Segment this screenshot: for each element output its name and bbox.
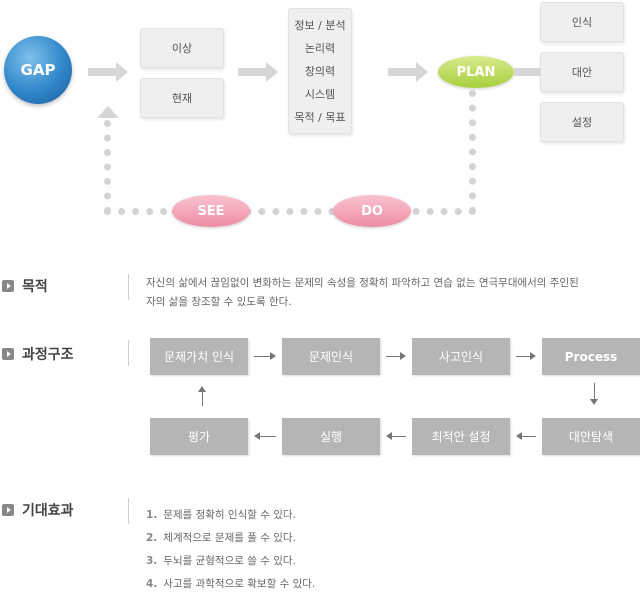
arrow-head-right — [530, 352, 536, 360]
step-evaluation: 평가 — [150, 418, 248, 455]
step-process: Process — [542, 338, 640, 375]
loop-line-left — [104, 120, 111, 214]
arrow-head-down — [590, 399, 598, 405]
effect-text: 두뇌를 균형적으로 쓸 수 있다. — [163, 555, 296, 567]
flow-arrow-2-stem — [238, 68, 266, 76]
flow-arrow-2-head — [266, 62, 278, 82]
step-alternative-search: 대안탐색 — [542, 418, 640, 455]
step-execution: 실행 — [282, 418, 380, 455]
step-problem-recognition: 문제인식 — [282, 338, 380, 375]
arrow-line — [516, 356, 530, 357]
analysis-line-1: 정보 / 분석 — [294, 18, 346, 32]
step-label: 대안탐색 — [568, 430, 614, 444]
arrow-head-up — [198, 386, 206, 392]
plan-item-recognition: 인식 — [540, 2, 624, 42]
arrow-head-left — [254, 432, 260, 440]
divider — [128, 498, 129, 524]
effect-text: 사고를 과학적으로 확보할 수 있다. — [163, 578, 316, 590]
divider — [128, 274, 129, 300]
step-label: 최적안 설정 — [431, 430, 491, 444]
effect-item: 4. 사고를 과학적으로 확보할 수 있다. — [146, 572, 626, 595]
effect-text: 문제를 정확히 인식할 수 있다. — [163, 509, 296, 521]
arrow-line — [202, 392, 203, 406]
step-label: Process — [564, 349, 618, 364]
plan-item-label: 대안 — [571, 66, 593, 79]
plan-node: PLAN — [438, 56, 514, 88]
effect-number: 3. — [146, 554, 158, 567]
arrow-head-left — [516, 432, 522, 440]
plan-item-label: 설정 — [571, 116, 593, 129]
loop-line-right — [469, 90, 476, 214]
plan-item-setting: 설정 — [540, 102, 624, 142]
arrow-line — [260, 436, 276, 437]
effect-item: 3. 두뇌를 균형적으로 쓸 수 있다. — [146, 549, 626, 572]
plan-item-label: 인식 — [571, 16, 593, 29]
plan-item-alternative: 대안 — [540, 52, 624, 92]
loop-arrow-up — [97, 106, 119, 118]
process-title: 과정구조 — [22, 347, 74, 363]
see-node: SEE — [172, 195, 250, 227]
analysis-line-2: 논리력 — [304, 41, 336, 55]
current-box: 현재 — [140, 78, 224, 118]
step-label: 문제인식 — [308, 350, 354, 364]
ideal-box: 이상 — [140, 28, 224, 68]
flow-arrow-3-stem — [388, 68, 416, 76]
divider — [128, 340, 129, 366]
bullet-icon — [2, 348, 14, 360]
arrow-head-right — [270, 352, 276, 360]
arrow-head-right — [400, 352, 406, 360]
effects-list: 1. 문제를 정확히 인식할 수 있다. 2. 체계적으로 문제를 풀 수 있다… — [146, 503, 626, 595]
step-optimal-setting: 최적안 설정 — [412, 418, 510, 455]
purpose-text-line-2: 자의 삶을 창조할 수 있도록 한다. — [146, 296, 292, 308]
effect-text: 체계적으로 문제를 풀 수 있다. — [163, 532, 296, 544]
loop-line-bottom — [104, 208, 476, 215]
step-label: 실행 — [319, 430, 343, 444]
flow-arrow-1-stem — [88, 68, 116, 76]
gap-node: GAP — [4, 36, 72, 104]
ideal-label: 이상 — [171, 42, 193, 55]
bullet-icon — [2, 280, 14, 292]
effect-item: 2. 체계적으로 문제를 풀 수 있다. — [146, 526, 626, 549]
do-node: DO — [333, 195, 411, 227]
analysis-line-5: 목적 / 목표 — [294, 110, 346, 124]
step-label: 사고인식 — [438, 350, 484, 364]
current-label: 현재 — [171, 92, 193, 105]
arrow-line — [522, 436, 536, 437]
effects-title: 기대효과 — [22, 503, 74, 519]
effect-number: 1. — [146, 508, 158, 521]
effect-number: 4. — [146, 577, 158, 590]
arrow-line — [594, 383, 595, 399]
flow-arrow-1-head — [116, 62, 128, 82]
analysis-line-3: 창의력 — [304, 64, 336, 78]
flow-arrow-3-head — [416, 62, 428, 82]
step-thinking-recognition: 사고인식 — [412, 338, 510, 375]
arrow-head-left — [386, 432, 392, 440]
analysis-box: 정보 / 분석 논리력 창의력 시스템 목적 / 목표 — [288, 8, 352, 134]
purpose-title: 목적 — [22, 279, 48, 295]
effect-item: 1. 문제를 정확히 인식할 수 있다. — [146, 503, 626, 526]
step-label: 문제가치 인식 — [163, 350, 235, 364]
plan-connector — [514, 68, 540, 76]
analysis-line-4: 시스템 — [304, 87, 336, 101]
purpose-text: 자신의 삶에서 끊임없이 변화하는 문제의 속성을 정확히 파악하고 연습 없는… — [146, 274, 640, 312]
arrow-line — [392, 436, 406, 437]
bullet-icon — [2, 504, 14, 516]
effect-number: 2. — [146, 531, 158, 544]
step-problem-value: 문제가치 인식 — [150, 338, 248, 375]
arrow-line — [386, 356, 400, 357]
arrow-line — [254, 356, 270, 357]
step-label: 평가 — [187, 430, 211, 444]
purpose-text-line-1: 자신의 삶에서 끊임없이 변화하는 문제의 속성을 정확히 파악하고 연습 없는… — [146, 277, 579, 289]
